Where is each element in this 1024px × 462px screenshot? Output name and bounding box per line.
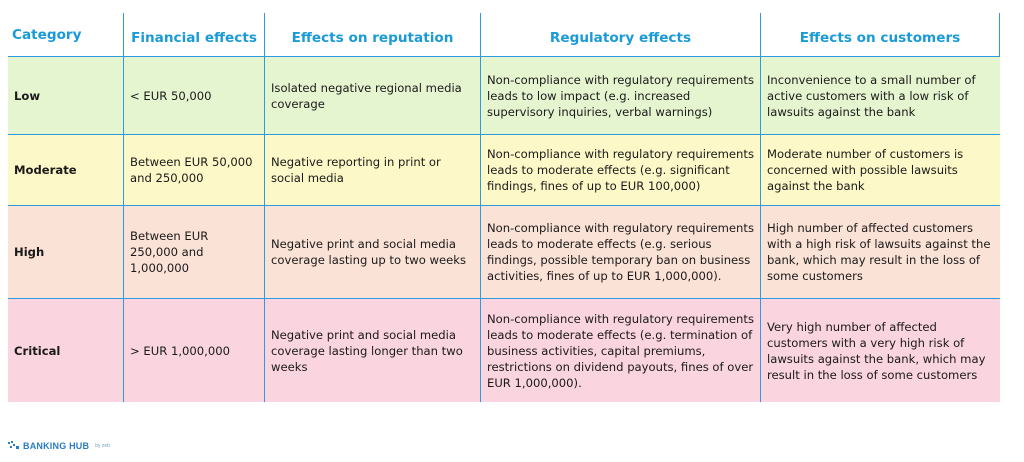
category-cell: Critical (8, 299, 124, 402)
category-cell: Moderate (8, 135, 124, 205)
header-category: Category (8, 13, 124, 56)
table-header-row: Category Financial effects Effects on re… (8, 13, 1000, 57)
logo-mark-icon (8, 441, 20, 451)
header-financial-effects: Financial effects (124, 13, 265, 56)
regulatory-cell: Non-compliance with regulatory requireme… (481, 299, 761, 402)
regulatory-cell: Non-compliance with regulatory requireme… (481, 135, 761, 205)
regulatory-cell: Non-compliance with regulatory requireme… (481, 206, 761, 298)
table-row-moderate: Moderate Between EUR 50,000 and 250,000 … (8, 135, 1000, 206)
header-effects-on-customers: Effects on customers (761, 13, 1000, 56)
financial-cell: Between EUR 250,000 and 1,000,000 (124, 206, 265, 298)
header-regulatory-effects: Regulatory effects (481, 13, 761, 56)
reputation-cell: Isolated negative regional media coverag… (265, 57, 481, 134)
reputation-cell: Negative print and social media coverage… (265, 299, 481, 402)
logo-text: BANKING HUB (23, 441, 90, 451)
customers-cell: Very high number of affected customers w… (767, 319, 986, 382)
risk-category-table: Category Financial effects Effects on re… (8, 13, 1000, 402)
financial-cell: Between EUR 50,000 and 250,000 (124, 135, 265, 205)
table-row-high: High Between EUR 250,000 and 1,000,000 N… (8, 206, 1000, 299)
financial-cell: < EUR 50,000 (124, 57, 265, 134)
financial-cell: > EUR 1,000,000 (124, 299, 265, 402)
logo-by-text: by zeb (95, 443, 110, 449)
customers-cell: High number of affected customers with a… (767, 221, 991, 283)
category-cell: Low (8, 57, 124, 134)
reputation-cell: Negative print and social media coverage… (265, 206, 481, 298)
customers-cell: Inconvenience to a small number of activ… (767, 72, 976, 119)
header-effects-on-reputation: Effects on reputation (265, 13, 481, 56)
customers-cell: Moderate number of customers is concerne… (767, 147, 964, 193)
table-row-critical: Critical > EUR 1,000,000 Negative print … (8, 299, 1000, 402)
banking-hub-logo: BANKING HUB by zeb (8, 441, 110, 451)
category-cell: High (8, 206, 124, 298)
table-row-low: Low < EUR 50,000 Isolated negative regio… (8, 57, 1000, 135)
regulatory-cell: Non-compliance with regulatory requireme… (481, 57, 761, 134)
reputation-cell: Negative reporting in print or social me… (265, 135, 481, 205)
